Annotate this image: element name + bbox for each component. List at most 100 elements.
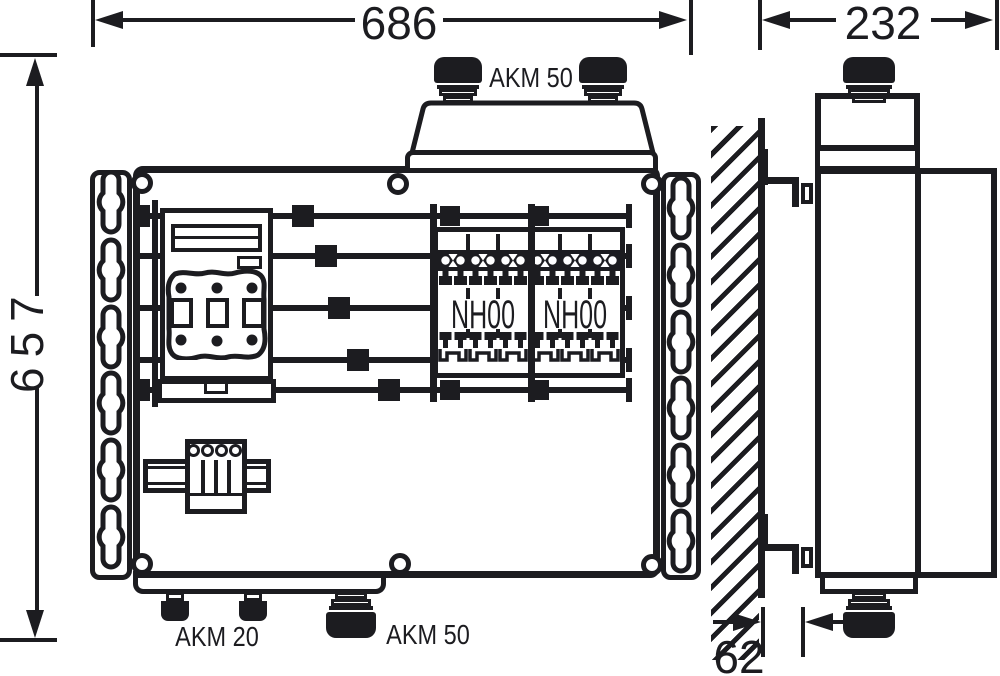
screw-dot (175, 334, 187, 346)
arrow-left-icon (762, 11, 790, 29)
keyhole-slot (666, 508, 696, 574)
busbar-tap (315, 245, 337, 267)
busbar-tap (440, 380, 460, 400)
wall-hatch (711, 126, 759, 660)
busbar-tap (529, 206, 549, 226)
arrow-left-icon (95, 11, 123, 29)
gland-step (848, 89, 890, 96)
dim-offset-extension-left (761, 607, 765, 657)
keyhole-slot (96, 504, 126, 570)
arrow-down-icon (26, 610, 44, 638)
fuse-strip-left: NH00 (438, 234, 528, 362)
cable-gland-akm50-top-left (434, 57, 482, 103)
wall-bracket-bottom (792, 544, 799, 574)
dim-height-line-bottom (35, 386, 39, 610)
terminal-screw (215, 444, 228, 457)
fuse-feed-bar (430, 204, 437, 402)
keyhole-slot (666, 442, 696, 508)
dim-height-extension-top (0, 53, 57, 57)
dim-offset-extension-right (801, 607, 805, 657)
cable-gland-akm20-1 (161, 592, 189, 621)
keyhole-slot (96, 370, 126, 436)
terminal-base-line (190, 493, 242, 496)
dim-height-value: 657 (1, 286, 53, 393)
side-bottom-flange (820, 572, 918, 594)
mounting-hole (641, 554, 663, 576)
busbar-end-tick (626, 244, 632, 268)
gland-lip (437, 85, 479, 89)
fuse-window (206, 298, 229, 328)
busbar-end-tick (626, 378, 632, 402)
fuse-feed-bar (528, 204, 535, 402)
arrow-right-icon (659, 11, 687, 29)
gland-cap (843, 612, 895, 638)
gland-cap (579, 57, 627, 83)
gland-step (852, 592, 886, 599)
busbar-end-tick (626, 348, 632, 372)
mounting-bracket-left (90, 170, 132, 580)
gland-step (439, 89, 477, 96)
label-gland-top: AKM 50 (489, 62, 573, 93)
arrow-up-icon (26, 58, 44, 86)
hood-cap (408, 100, 657, 155)
cable-gland-akm20-2 (239, 592, 267, 621)
bracket-clip-bottom (801, 547, 813, 568)
fuse-window (242, 298, 265, 328)
screw-dot (211, 282, 223, 294)
busbar-tap (347, 349, 369, 371)
bottom-flange (133, 571, 386, 594)
keyhole-slot (96, 170, 126, 235)
hood-flange (405, 150, 658, 173)
fuse-strip-right: NH00 (530, 234, 620, 362)
dim-depth-extension-right (995, 0, 999, 50)
busbar-left-bar (152, 200, 158, 407)
busbar-end-tick (626, 296, 632, 320)
gland-step (443, 96, 473, 103)
busbar-tap (529, 380, 549, 400)
gland-step (852, 96, 886, 103)
screw-dot (246, 334, 258, 346)
cable-gland-akm50-top-right (579, 57, 627, 103)
switch-label-divider (175, 236, 258, 239)
gland-cap (326, 612, 376, 638)
busbar-line-1 (139, 213, 632, 219)
terminal-screw (187, 444, 200, 457)
wall-bracket-top (792, 177, 799, 207)
busbar-line-4 (139, 357, 632, 363)
busbar-line-2 (139, 253, 632, 259)
busbar-line-3 (139, 305, 632, 311)
dim-depth-line-left (788, 18, 836, 22)
screw-dot (246, 282, 258, 294)
mounting-hole (641, 173, 663, 195)
dim-width-extension-left (91, 0, 95, 47)
dim-depth-extension-left (758, 0, 762, 50)
gland-cap (434, 57, 482, 83)
side-body (815, 168, 997, 578)
gland-step (584, 89, 622, 96)
mounting-hole (387, 173, 409, 195)
keyhole-slot (666, 242, 696, 308)
gland-cap (843, 57, 895, 83)
keyhole-slot (666, 175, 696, 241)
dim-depth-value: 232 (844, 0, 922, 49)
dim-width-extension-right (689, 0, 693, 55)
mounting-bracket-right (661, 172, 701, 580)
keyhole-slot (96, 437, 126, 503)
side-cover-split (915, 174, 921, 572)
keyhole-slot (666, 375, 696, 441)
busbar-tap (378, 379, 400, 401)
terminal-divider (214, 460, 218, 494)
busbar-tap (292, 205, 314, 227)
dim-width-line-left (121, 18, 355, 22)
dim-width-value: 686 (360, 0, 438, 49)
dim-height-extension-bottom (0, 638, 57, 642)
fuse-label: NH00 (543, 293, 607, 337)
switch-cover-plate (165, 269, 268, 360)
gland-cap (239, 601, 267, 621)
mounting-hole (131, 553, 153, 575)
gland-lip (846, 606, 892, 610)
wall-bracket-bottom (761, 514, 768, 550)
gland-lip (846, 85, 892, 89)
arrow-left-icon (805, 613, 833, 631)
